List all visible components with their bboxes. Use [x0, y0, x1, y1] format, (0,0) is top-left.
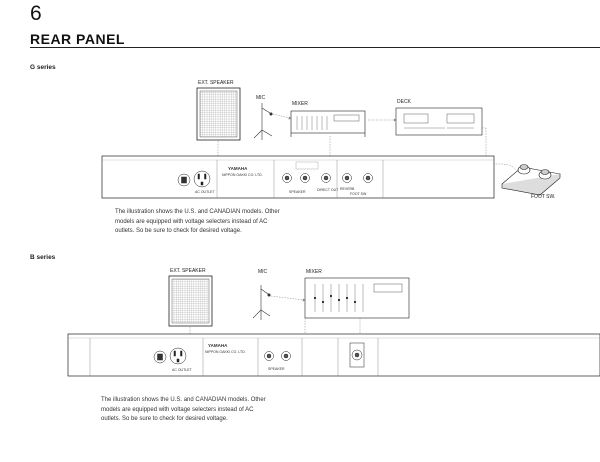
g-ext-speaker-label: EXT. SPEAKER	[198, 80, 234, 86]
g-series-caption: The illustration shows the U.S. and CANA…	[115, 209, 280, 234]
g-foot-switch-icon	[501, 164, 561, 196]
g-mixer-label: MIXER	[292, 101, 308, 107]
g-deck-label: DECK	[397, 99, 411, 105]
b-panel-maker: NIPPON GAKKI CO. LTD.	[205, 350, 246, 354]
g-mixer-icon	[290, 110, 366, 137]
g-panel-maker: NIPPON GAKKI CO. LTD.	[222, 173, 263, 177]
b-mic-label: MIC	[258, 269, 268, 275]
g-mic-icon	[253, 103, 273, 140]
b-rear-panel	[67, 333, 600, 377]
b-speaker-label: SPEAKER	[268, 367, 285, 371]
b-series-caption: The illustration shows the U.S. and CANA…	[101, 397, 266, 422]
b-panel-brand: YAMAHA	[208, 343, 228, 348]
b-mixer-label: MIXER	[306, 269, 322, 275]
g-deck-icon	[395, 107, 483, 136]
g-ac-outlet-label: AC OUTLET	[195, 190, 215, 194]
g-speaker-jacks-icon	[282, 173, 373, 183]
g-reverb-label: REVERB	[340, 187, 355, 191]
b-mixer-icon	[304, 277, 410, 319]
g-panel-foot-sw-label: FOOT SW	[350, 192, 367, 196]
b-series-label: B series	[30, 254, 56, 261]
g-panel-brand: YAMAHA	[228, 166, 248, 171]
b-ext-speaker-label: EXT. SPEAKER	[170, 268, 206, 274]
b-mic-icon	[252, 285, 271, 320]
g-direct-out-label: DIRECT OUT	[317, 188, 339, 192]
g-mic-label: MIC	[256, 95, 266, 101]
g-rear-panel	[101, 155, 495, 199]
g-foot-sw-label: FOOT SW.	[531, 194, 556, 200]
b-speaker-jacks-icon	[264, 351, 291, 361]
b-ext-speaker-icon	[168, 275, 213, 327]
b-ac-outlet-icon	[153, 347, 187, 365]
g-ac-outlet-icon	[177, 170, 211, 188]
page-title: REAR PANEL	[30, 31, 125, 47]
b-xlr-jack-icon	[349, 342, 365, 368]
page-number: 6	[30, 2, 42, 25]
g-ext-speaker-icon	[196, 87, 241, 141]
b-ac-outlet-label: AC OUTLET	[172, 368, 192, 372]
g-series-label: G series	[30, 64, 56, 71]
g-speaker-label: SPEAKER	[289, 190, 306, 194]
title-rule	[30, 47, 600, 48]
